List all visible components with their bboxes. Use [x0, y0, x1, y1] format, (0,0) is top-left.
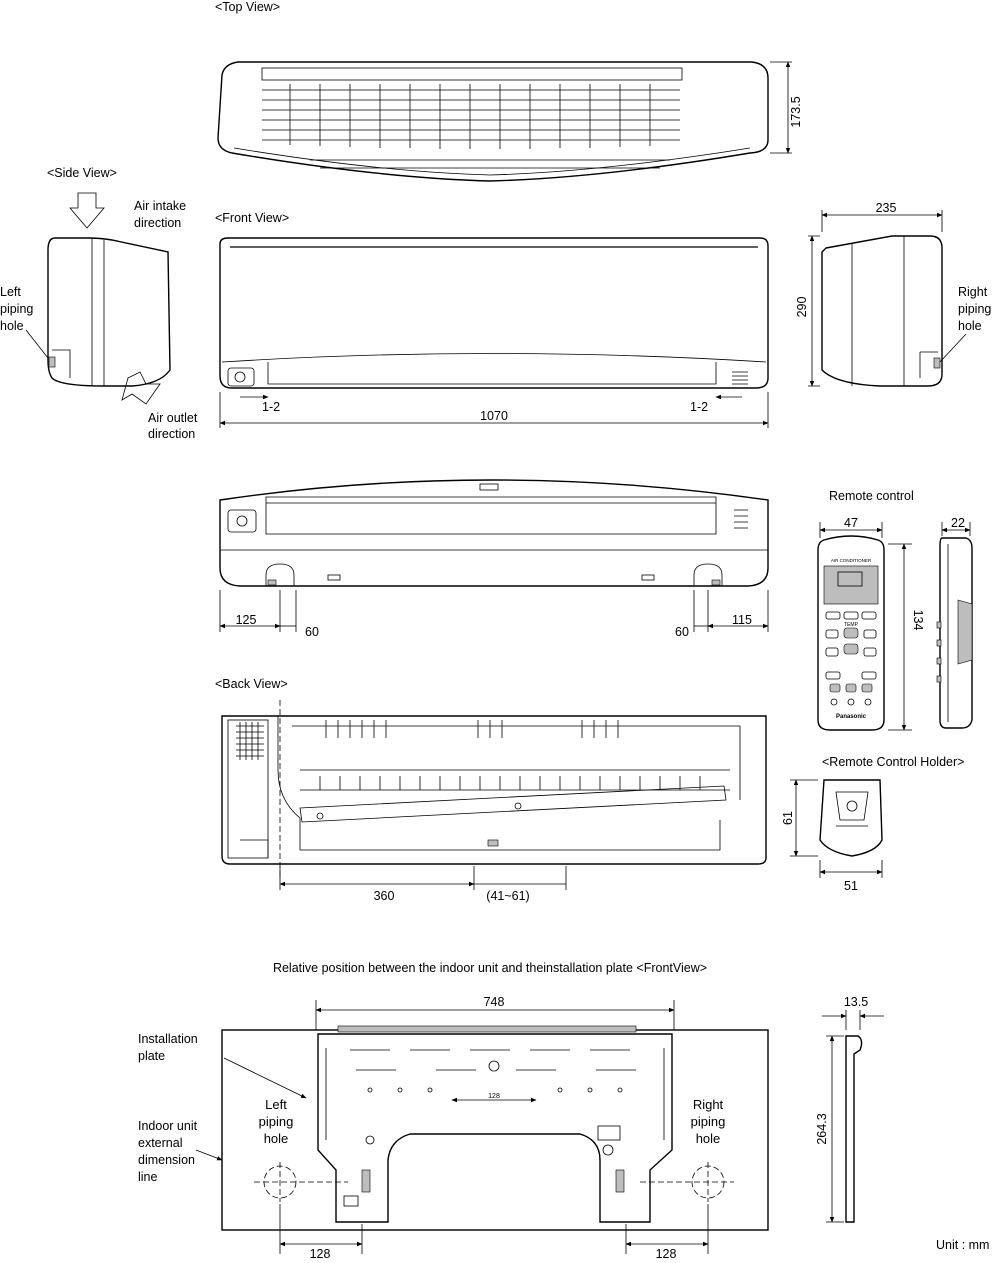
back-view-title: <Back View>	[215, 677, 288, 691]
dim-remote-height: 134	[911, 610, 925, 631]
dim-width: 1070	[480, 409, 508, 423]
front-view: <Front View> 1070 1-2 1-2	[215, 211, 769, 428]
unit-label: Unit : mm	[936, 1238, 989, 1252]
remote-buttons	[825, 611, 877, 706]
remote-control-title: Remote control	[829, 489, 914, 503]
back-view: <Back View> 360 (41~61)	[215, 677, 767, 903]
left-piping-label-3: hole	[0, 319, 24, 333]
top-view: <Top View> 173.5	[215, 0, 803, 182]
dim-plate-128-right: 128	[656, 1247, 677, 1261]
dim-holder-width: 51	[844, 879, 858, 893]
dim-back-range: (41~61)	[486, 889, 529, 903]
plate-right-piping-3: hole	[696, 1131, 721, 1146]
remote-header: AIR CONDITIONER	[831, 558, 872, 563]
side-view-right: 235 290 Right piping hole	[795, 201, 991, 387]
dim-remote-thickness: 22	[951, 516, 965, 530]
dim-plate-748: 748	[484, 995, 505, 1009]
dim-remote-width: 47	[844, 516, 858, 530]
plate-left-piping-1: Left	[265, 1097, 287, 1112]
remote-holder-title: <Remote Control Holder>	[822, 755, 964, 769]
dim-plate-13-5: 13.5	[844, 995, 868, 1009]
plate-left-piping-2: piping	[259, 1114, 294, 1129]
remote-temp-label: TEMP	[844, 622, 859, 628]
remote-holder: <Remote Control Holder> 61 51	[781, 755, 964, 893]
dim-bottom-60-left: 60	[305, 625, 319, 639]
dim-top-depth: 173.5	[789, 96, 803, 127]
side-view: <Side View> Air intake direction Left pi…	[0, 166, 198, 441]
installation-plate-view: Relative position between the indoor uni…	[138, 961, 884, 1261]
top-view-title: <Top View>	[215, 0, 280, 14]
plate-holes	[325, 1048, 665, 1207]
right-piping-label-2: piping	[958, 302, 991, 316]
installation-plate-label-1: Installation	[138, 1032, 198, 1046]
air-outlet-label-2: direction	[148, 427, 195, 441]
side-view-title: <Side View>	[47, 166, 117, 180]
left-piping-label-1: Left	[0, 285, 21, 299]
top-view-louvers	[262, 84, 680, 169]
dim-bottom-125: 125	[236, 613, 257, 627]
dim-side-height: 290	[795, 297, 809, 318]
front-view-title: <Front View>	[215, 211, 289, 225]
left-piping-label-2: piping	[0, 302, 33, 316]
back-view-grid	[236, 722, 264, 760]
bottom-view: 125 60 60 115	[219, 479, 769, 639]
plate-caption: Relative position between the indoor uni…	[273, 961, 707, 975]
indoor-unit-line-label-3: dimension	[138, 1153, 195, 1167]
right-piping-label-3: hole	[958, 319, 982, 333]
air-outlet-label-1: Air outlet	[148, 411, 198, 425]
dim-side-depth: 235	[876, 201, 897, 215]
air-intake-arrow	[69, 192, 105, 229]
remote-brand: Panasonic	[836, 714, 867, 720]
dim-holder-height: 61	[781, 811, 795, 825]
air-intake-label-1: Air intake	[134, 199, 186, 213]
indoor-unit-line-label-2: external	[138, 1136, 182, 1150]
remote-control: Remote control 47 AIR CONDITIONER	[817, 489, 973, 731]
indoor-unit-line-label-1: Indoor unit	[138, 1119, 198, 1133]
right-piping-label-1: Right	[958, 285, 988, 299]
dim-back-360: 360	[374, 889, 395, 903]
air-intake-label-2: direction	[134, 216, 181, 230]
dim-bottom-60-right: 60	[675, 625, 689, 639]
installation-plate-label-2: plate	[138, 1049, 165, 1063]
dim-gap-left: 1-2	[262, 400, 280, 414]
plate-left-piping-3: hole	[264, 1131, 289, 1146]
plate-right-piping-2: piping	[691, 1114, 726, 1129]
dim-plate-128-inner: 128	[488, 1093, 500, 1100]
air-outlet-arrow	[121, 371, 161, 405]
dim-plate-128-left: 128	[310, 1247, 331, 1261]
dim-gap-right: 1-2	[690, 400, 708, 414]
dim-plate-264-3: 264.3	[815, 1113, 829, 1144]
dim-bottom-115: 115	[732, 613, 752, 627]
indoor-unit-line-label-4: line	[138, 1170, 158, 1184]
plate-right-piping-1: Right	[693, 1097, 724, 1112]
